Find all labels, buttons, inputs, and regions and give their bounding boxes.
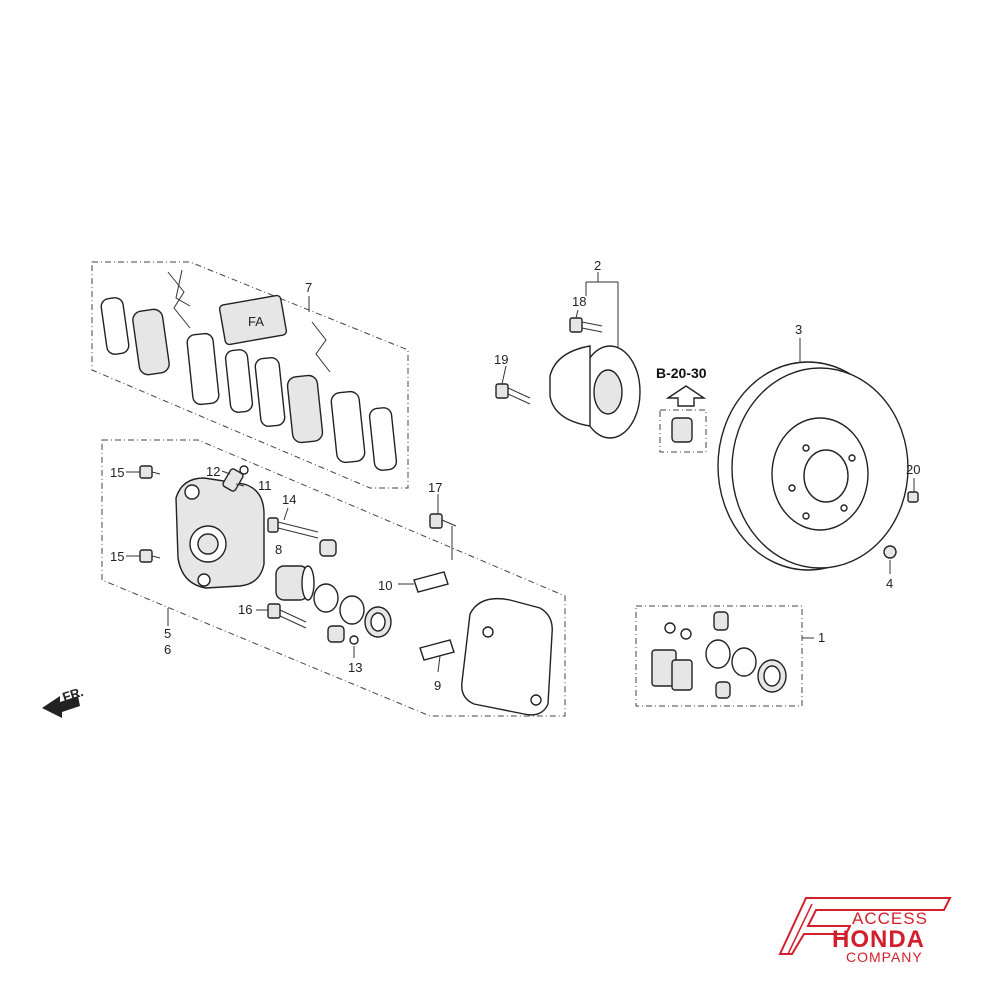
label-part-15a: 15 xyxy=(110,465,124,480)
label-part-18: 18 xyxy=(572,294,586,309)
label-part-1: 1 xyxy=(818,630,825,645)
label-part-10: 10 xyxy=(378,578,392,593)
label-part-8: 8 xyxy=(275,542,282,557)
front-direction-arrow xyxy=(42,696,80,718)
brand-line-honda: HONDA xyxy=(832,926,925,953)
reference-callout xyxy=(659,385,707,453)
caliper-group xyxy=(101,439,566,717)
label-part-16: 16 xyxy=(238,602,252,617)
label-part-11: 11 xyxy=(258,478,272,493)
svg-text:FA: FA xyxy=(248,314,264,329)
direction-label: FR. xyxy=(61,684,86,705)
label-part-17: 17 xyxy=(428,480,442,495)
access-honda-logo: ACCESS HONDA COMPANY xyxy=(778,897,952,965)
label-part-4: 4 xyxy=(886,576,893,591)
label-part-19: 19 xyxy=(494,352,508,367)
hub-assembly xyxy=(495,272,641,439)
reference-label: B-20-30 xyxy=(656,365,707,381)
label-part-2: 2 xyxy=(594,258,601,273)
label-part-3: 3 xyxy=(795,322,802,337)
label-part-14: 14 xyxy=(282,492,296,507)
brake-rotor xyxy=(717,338,919,574)
brand-line-access: ACCESS xyxy=(852,909,928,928)
label-part-7: 7 xyxy=(305,280,312,295)
label-part-13: 13 xyxy=(348,660,362,675)
part-labels: 1 2 3 4 5 6 7 8 9 10 11 12 13 14 15 15 1… xyxy=(61,258,921,705)
label-part-5: 5 xyxy=(164,626,171,641)
leader-lines xyxy=(126,309,579,673)
label-part-12: 12 xyxy=(206,464,220,479)
seal-kit xyxy=(635,605,814,707)
label-part-15b: 15 xyxy=(110,549,124,564)
brand-line-company: COMPANY xyxy=(846,949,923,965)
label-part-6: 6 xyxy=(164,642,171,657)
label-part-9: 9 xyxy=(434,678,441,693)
label-part-20: 20 xyxy=(906,462,920,477)
brake-pad-group: FA xyxy=(91,261,409,489)
